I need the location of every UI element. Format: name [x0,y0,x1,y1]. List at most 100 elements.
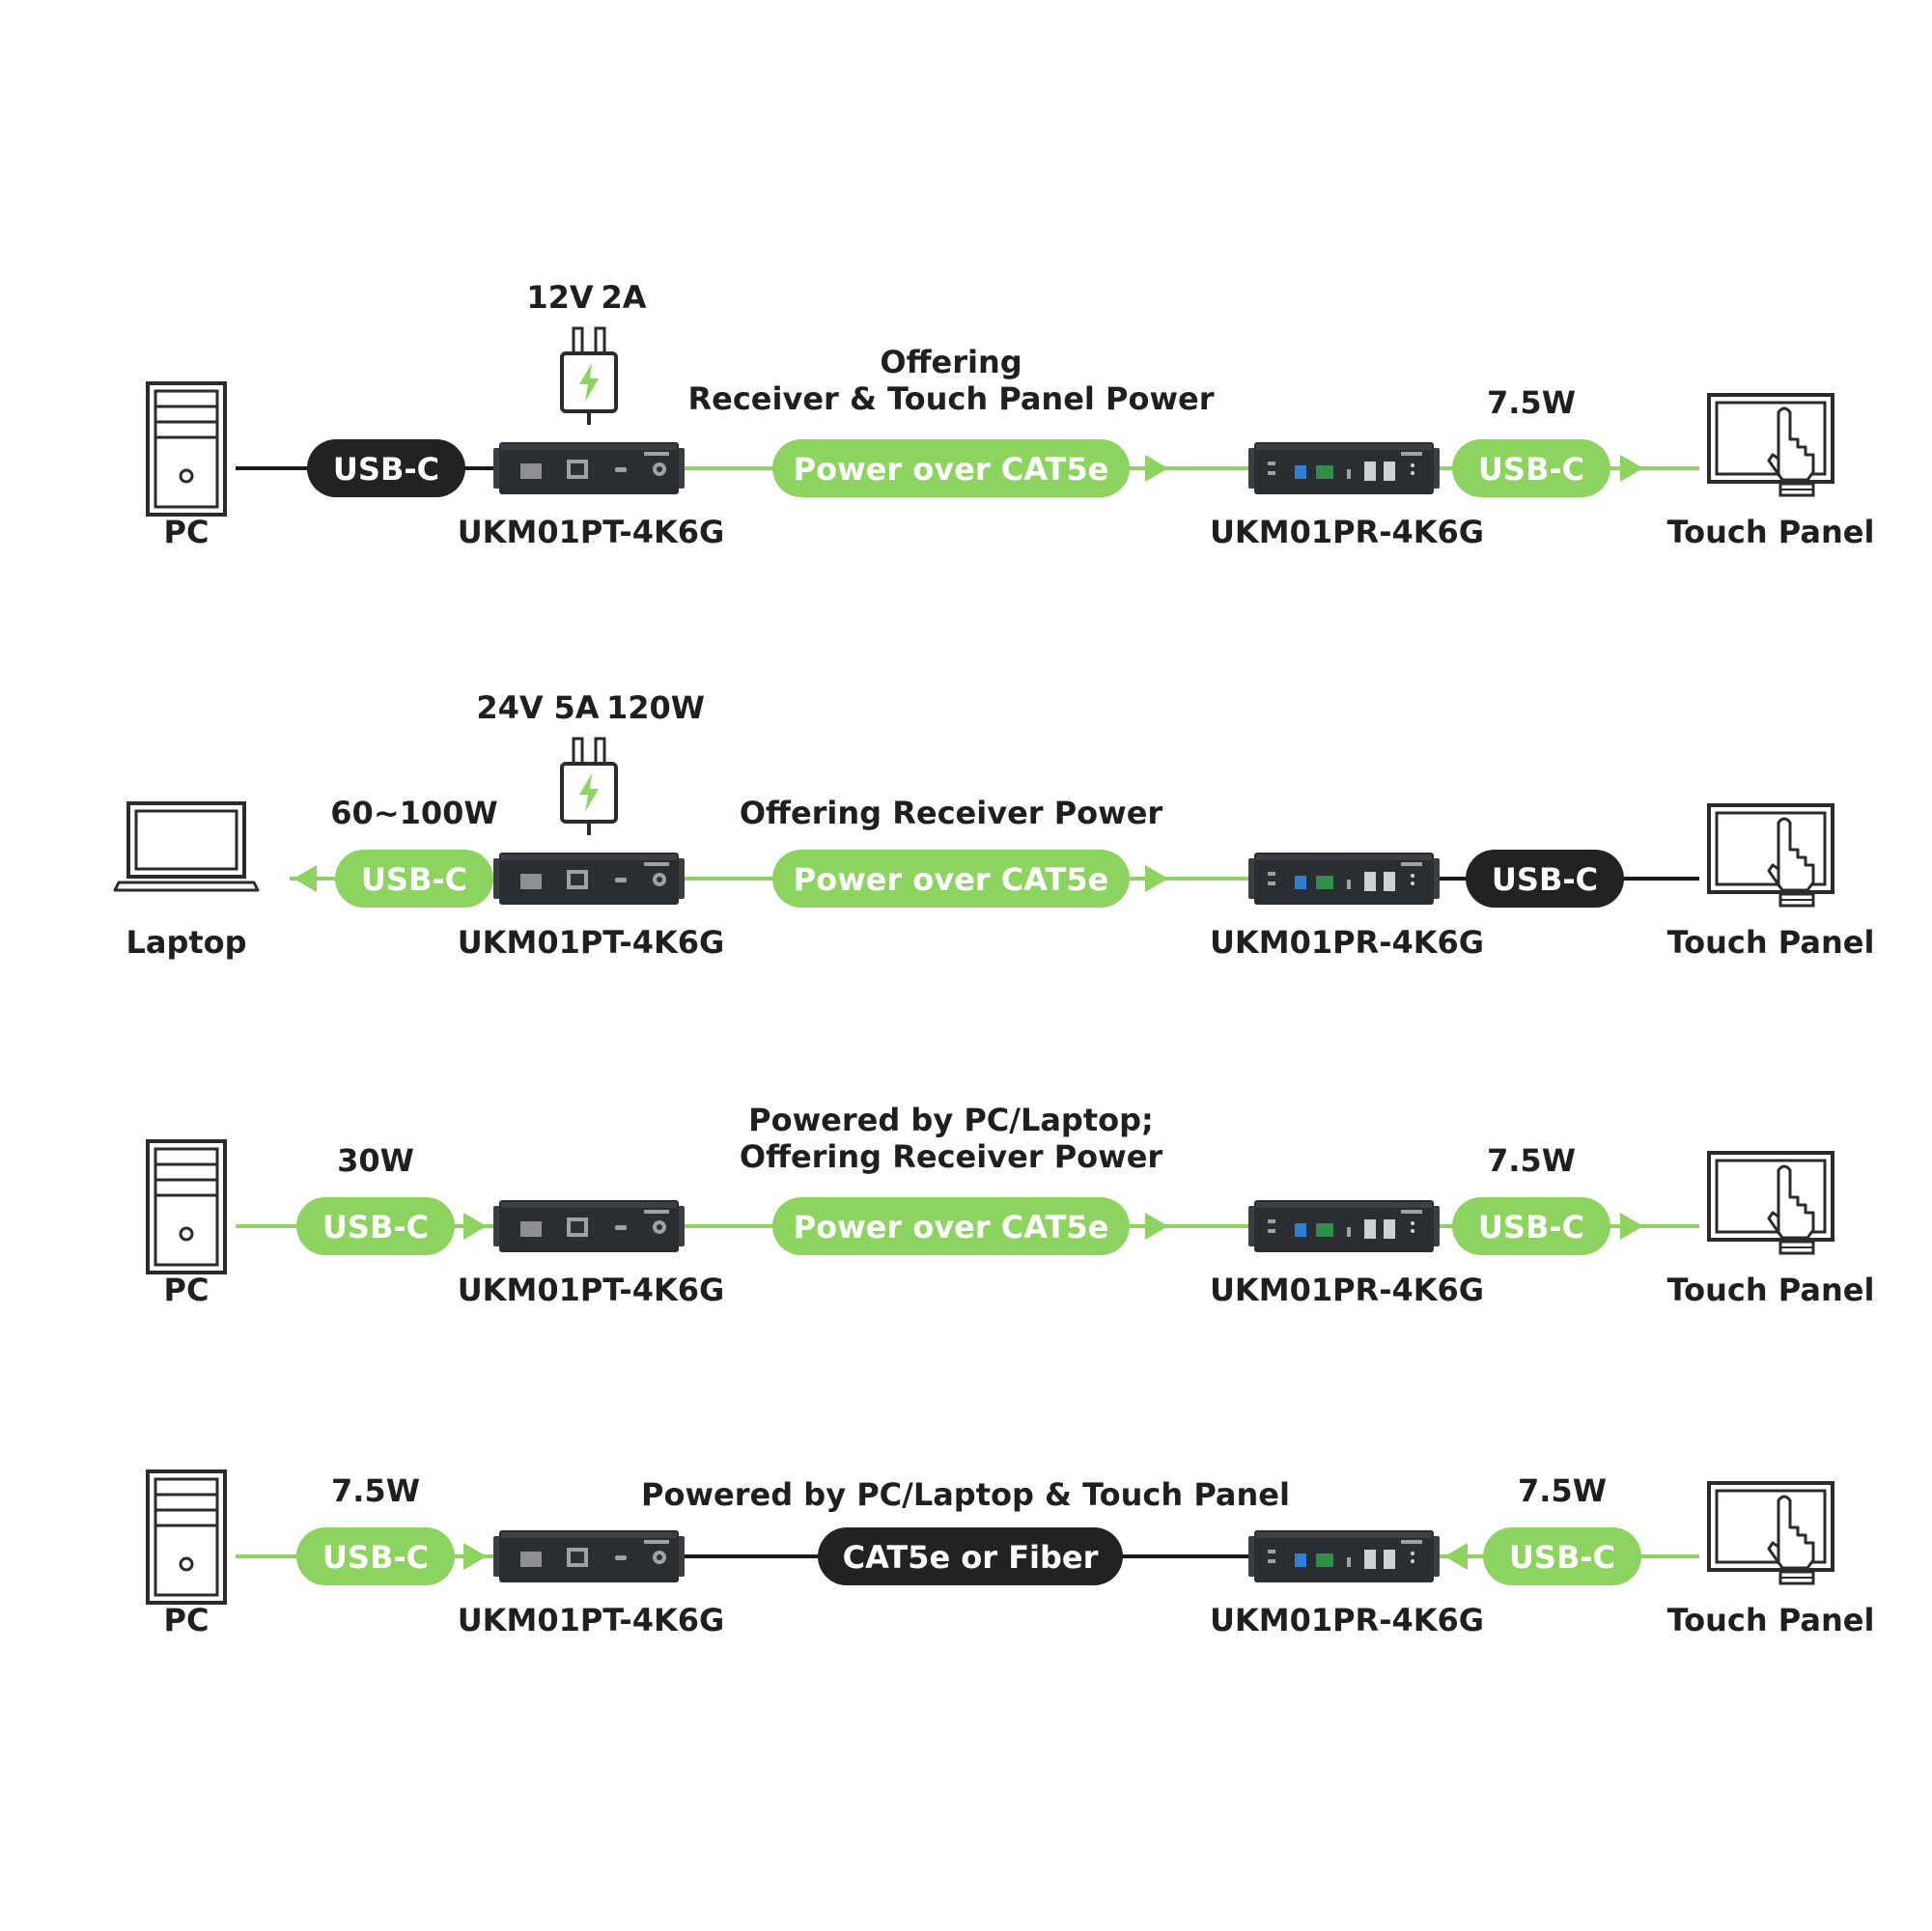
sfp-port [520,1221,542,1237]
supply-voltage: 24V [476,689,544,726]
right-usb-c-pill: USB-C [1452,1197,1610,1255]
terminal-block [1316,876,1333,889]
power-over-cat5e-pill-shape [772,850,1130,908]
cat5e-or-fiber-pill-label: CAT5e or Fiber [843,1539,1099,1576]
usb-a-port-1 [1364,462,1376,481]
usb-a-port-2 [1384,1219,1395,1239]
transmitter-label: UKM01PT-4K6G [458,924,725,961]
receiver-label: UKM01PR-4K6G [1210,1272,1484,1308]
usb-a-port-1 [1364,1219,1376,1239]
right-usb-c-pill-shape [1452,439,1610,497]
touch-panel-icon [1707,1151,1834,1255]
right-device-label: Touch Panel [1667,1602,1875,1638]
pc-tower-icon [146,1139,227,1274]
left-usb-c-pill: USB-C [307,439,465,497]
sfp-port [520,874,542,889]
power-over-cat5e-pill-label: Power over CAT5e [794,1209,1109,1245]
right-device-label: Touch Panel [1667,924,1875,961]
left-usb-c-pill-label: USB-C [322,1539,429,1576]
touch-panel-icon [1707,393,1834,497]
receiver-label: UKM01PR-4K6G [1210,1602,1484,1638]
left-usb-c-pill-shape [307,439,465,497]
supply-current: 5A [553,689,599,726]
middle-caption-line-1: Powered by PC/Laptop; [748,1102,1154,1138]
dip-switch [1295,1553,1306,1567]
left-usb-c-pill: USB-C [296,1527,455,1585]
right-power-rating: 7.5W [1518,1472,1607,1509]
usb-a-port-2 [1384,1550,1395,1569]
cat5e-or-fiber-pill-shape [818,1527,1123,1585]
touch-panel-icon [1707,803,1834,908]
cat5e-or-fiber-pill: CAT5e or Fiber [818,1527,1123,1585]
middle-caption-line-2: Receiver & Touch Panel Power [687,380,1214,417]
power-over-cat5e-pill-label: Power over CAT5e [794,451,1109,488]
receiver-label: UKM01PR-4K6G [1210,514,1484,550]
usb-c-port [1347,469,1351,479]
left-usb-c-pill-label: USB-C [333,451,439,488]
middle-caption-line-1: Powered by PC/Laptop & Touch Panel [641,1476,1290,1513]
right-usb-c-pill: USB-C [1466,850,1624,908]
sfp-port [520,1552,542,1567]
supply-wattage: 120W [606,689,705,726]
power-over-cat5e-pill-shape [772,1197,1130,1255]
usb-a-port-1 [1364,872,1376,891]
terminal-block [1316,465,1333,479]
right-usb-c-pill: USB-C [1452,439,1610,497]
right-usb-c-pill-label: USB-C [1478,1209,1584,1245]
left-device-label: PC [164,1602,210,1638]
receiver-device [1248,1200,1440,1252]
middle-caption-line-2: Offering Receiver Power [740,1138,1163,1175]
arrow-right-icon [1620,455,1643,482]
transmitter-device [493,442,685,494]
right-usb-c-pill: USB-C [1483,1527,1641,1585]
left-power-rating: 7.5W [331,1472,420,1509]
receiver-device [1248,442,1440,494]
power-over-cat5e-pill-shape [772,439,1130,497]
left-usb-c-pill-label: USB-C [322,1209,429,1245]
receiver-label: UKM01PR-4K6G [1210,924,1484,961]
arrow-right-icon [463,1543,487,1570]
arrow-right-icon [1145,865,1168,892]
lightning-bolt-icon [579,773,599,812]
right-usb-c-pill-label: USB-C [1492,861,1598,898]
usb-c-port [1347,880,1351,889]
usb-c-port [1347,1227,1351,1237]
right-power-rating: 7.5W [1487,1142,1576,1179]
power-over-cat5e-pill: Power over CAT5e [772,850,1130,908]
transmitter-label: UKM01PT-4K6G [458,1272,725,1308]
supply-current: 2A [601,279,646,316]
sfp-port [520,463,542,479]
power-over-cat5e-pill: Power over CAT5e [772,1197,1130,1255]
left-device-label: PC [164,514,210,550]
arrow-left-icon [1444,1543,1468,1570]
receiver-device [1248,1530,1440,1582]
dip-switch [1295,876,1306,889]
transmitter-device [493,1200,685,1252]
arrow-left-icon [294,865,317,892]
power-adapter-icon [560,326,618,425]
right-device-label: Touch Panel [1667,1272,1875,1308]
transmitter-label: UKM01PT-4K6G [458,1602,725,1638]
right-usb-c-pill-label: USB-C [1509,1539,1615,1576]
left-device-label: Laptop [126,924,246,961]
dip-switch [1295,1223,1306,1237]
touch-panel-icon [1707,1481,1834,1585]
power-over-cat5e-pill: Power over CAT5e [772,439,1130,497]
usb-c-port [615,467,627,472]
row-4: USB-C 7.5W CAT5e or Fiber Powered by PC/Lap… [146,1469,1875,1638]
power-adapter-icon [560,737,618,835]
terminal-block [1316,1553,1333,1567]
supply-voltage: 12V [526,279,594,316]
arrow-right-icon [463,1213,487,1240]
arrow-right-icon [1620,1213,1643,1240]
transmitter-device [493,1530,685,1582]
dip-switch [1295,465,1306,479]
left-usb-c-pill: USB-C [335,850,493,908]
laptop-icon [113,801,260,892]
usb-c-port [615,878,627,882]
right-device-label: Touch Panel [1667,514,1875,550]
